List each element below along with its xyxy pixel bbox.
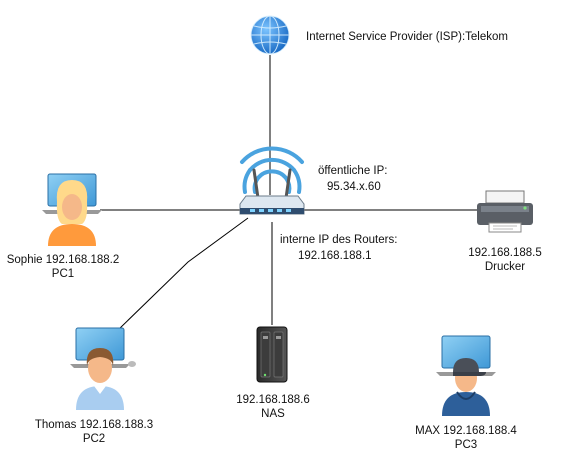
globe-icon <box>250 15 290 55</box>
link-router-pc2 <box>117 217 249 331</box>
isp-label: Internet Service Provider (ISP):Telekom <box>306 31 508 43</box>
nas-name: NAS <box>261 408 285 420</box>
user-male-computer-icon <box>70 327 136 410</box>
nas-icon <box>256 326 288 383</box>
pc3-name-ip: MAX 192.168.188.4 <box>415 425 517 437</box>
pc1-label: Sophie 192.168.188.2 PC1 <box>7 253 120 281</box>
pc2-name-ip: Thomas 192.168.188.3 <box>34 419 154 431</box>
printer-label: 192.168.188.5 Drucker <box>468 246 542 274</box>
pc3-label: MAX 192.168.188.4 PC3 <box>415 424 517 452</box>
pc3-id: PC3 <box>454 439 478 451</box>
user-cap-computer-icon <box>436 335 496 416</box>
router-public-ip-label: öffentliche IP: <box>318 165 388 177</box>
printer-ip: 192.168.188.5 <box>468 247 542 259</box>
router-internal-ip-label: interne IP des Routers: <box>280 234 398 246</box>
router-internal-ip-value: 192.168.188.1 <box>298 250 372 262</box>
wifi-router-icon <box>239 146 305 215</box>
pc2-id: PC2 <box>82 433 106 445</box>
nas-ip: 192.168.188.6 <box>236 394 310 406</box>
printer-name: Drucker <box>484 261 526 273</box>
pc1-name-ip: Sophie 192.168.188.2 <box>6 254 120 266</box>
pc1-id: PC1 <box>51 268 75 280</box>
nas-label: 192.168.188.6 NAS <box>236 393 310 421</box>
printer-icon <box>477 190 533 233</box>
user-female-computer-icon <box>42 173 102 246</box>
router-public-ip-value: 95.34.x.60 <box>327 181 381 193</box>
pc2-label: Thomas 192.168.188.3 PC2 <box>35 418 153 446</box>
